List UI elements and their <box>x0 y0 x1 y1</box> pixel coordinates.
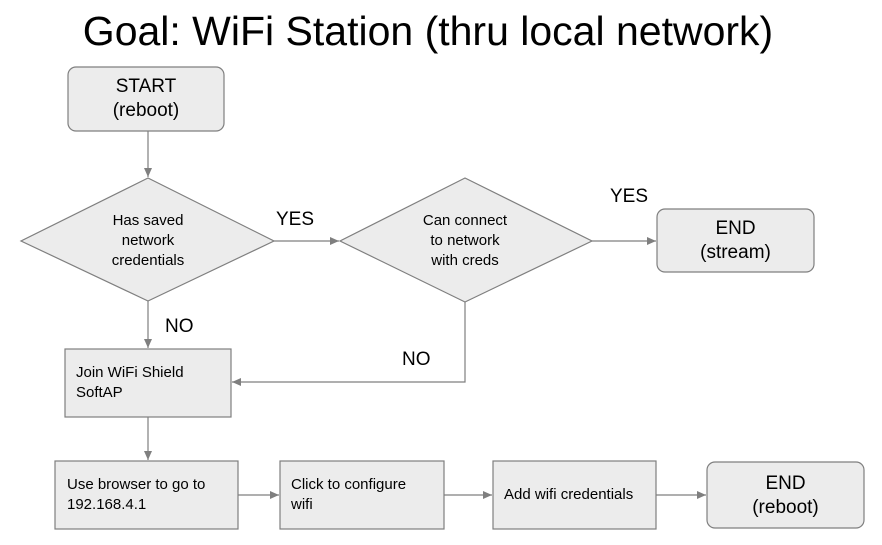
use-browser-node <box>54 460 239 530</box>
end-stream-node <box>656 208 815 273</box>
saved-label-line2: network <box>121 232 175 249</box>
end-stream-line1: END <box>715 218 756 239</box>
edge-label-saved-no: NO <box>165 316 194 337</box>
arrow-connect-to-softap <box>232 302 466 386</box>
saved-credentials-label: Has saved network credentials <box>70 211 226 271</box>
connect-label-line2: to network <box>430 232 500 249</box>
edge-label-connect-no: NO <box>402 349 431 370</box>
can-connect-label: Can connect to network with creds <box>387 211 543 271</box>
browser-label-line2: 192.168.4.1 <box>67 496 147 513</box>
softap-label-line1: Join WiFi Shield <box>76 364 184 381</box>
end-stream-line2: (stream) <box>700 242 771 263</box>
page-title: Goal: WiFi Station (thru local network) <box>82 8 774 54</box>
use-browser-label: Use browser to go to 192.168.4.1 <box>67 475 235 515</box>
connect-label-line3: with creds <box>431 252 499 269</box>
click-configure-node <box>279 460 445 530</box>
start-node-label: START (reboot) <box>68 75 224 123</box>
start-label-line1: START <box>115 76 177 97</box>
start-node <box>67 66 225 132</box>
configure-label-line2: wifi <box>291 496 313 513</box>
click-configure-label: Click to configure wifi <box>291 475 441 515</box>
browser-label-line1: Use browser to go to <box>67 476 206 493</box>
start-label-line2: (reboot) <box>112 100 180 121</box>
configure-label-line1: Click to configure <box>291 476 407 493</box>
edge-label-saved-yes: YES <box>276 209 315 230</box>
softap-label-line2: SoftAP <box>76 384 123 401</box>
end-reboot-node <box>706 461 865 529</box>
connect-label-line1: Can connect <box>422 212 508 229</box>
end-reboot-label: END (reboot) <box>707 472 864 520</box>
saved-label-line3: credentials <box>111 252 185 269</box>
add-credentials-label: Add wifi credentials <box>504 485 654 505</box>
saved-label-line1: Has saved <box>112 212 184 229</box>
join-softap-node <box>64 348 232 418</box>
add-credentials-line1: Add wifi credentials <box>504 486 634 503</box>
edge-label-connect-yes: YES <box>610 186 649 207</box>
end-reboot-line1: END <box>765 473 806 494</box>
end-stream-label: END (stream) <box>657 217 814 265</box>
join-softap-label: Join WiFi Shield SoftAP <box>76 363 226 403</box>
end-reboot-line2: (reboot) <box>752 497 819 518</box>
add-credentials-node <box>492 460 657 530</box>
